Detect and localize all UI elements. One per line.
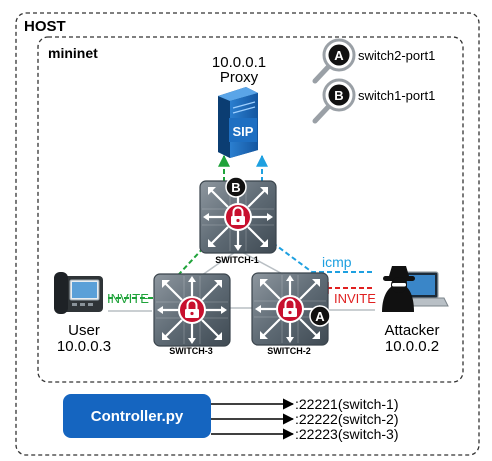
mininet-frame [37, 36, 464, 383]
switch-2: A SWITCH-2 [250, 271, 331, 356]
controller-label: Controller.py [91, 408, 184, 425]
switch-3: SWITCH-3 [152, 272, 232, 356]
host-title: HOST [24, 18, 66, 35]
proxy-server: 10.0.0.1 Proxy SIP [212, 54, 266, 158]
controller-port-2: :22222(switch-2) [295, 411, 399, 427]
legend-item-b: B switch1-port1 [315, 80, 435, 121]
legend-item-a: A switch2-port1 [315, 40, 435, 81]
switch-2-marker-badge [309, 305, 331, 327]
switch-2-marker: A [315, 309, 325, 324]
controller-port-1: :22221(switch-1) [295, 396, 399, 412]
controller: Controller.py :22221(switch-1) :22222(sw… [63, 394, 399, 442]
ip-phone-icon [54, 272, 103, 314]
switch-1: B SWITCH-1 [198, 176, 278, 265]
switch-3-label: SWITCH-3 [169, 346, 213, 356]
proxy-label: Proxy [220, 69, 259, 86]
proxy-badge: SIP [233, 124, 254, 139]
invite-attacker-label: INVITE [334, 291, 376, 306]
proxy-ip: 10.0.0.1 [212, 54, 266, 71]
legend-b-text: switch1-port1 [358, 88, 435, 103]
legend-a-marker: A [334, 48, 344, 63]
user-label: User [68, 322, 100, 339]
user-ip: 10.0.0.3 [57, 338, 111, 355]
switch-1-marker-badge [225, 176, 247, 198]
sip-server-icon: SIP [218, 87, 258, 158]
switch-2-label: SWITCH-2 [267, 346, 311, 356]
switch-1-label: SWITCH-1 [215, 255, 259, 265]
legend-b-marker: B [334, 88, 343, 103]
switch-3-icon [152, 272, 232, 348]
hacker-icon [382, 266, 415, 312]
legend-a-text: switch2-port1 [358, 48, 435, 63]
attacker-ip: 10.0.0.2 [385, 338, 439, 355]
mininet-title: mininet [48, 45, 98, 61]
controller-port-3: :22223(switch-3) [295, 426, 399, 442]
invite-user-label: INVITE [107, 291, 149, 306]
user-host: User 10.0.0.3 [54, 272, 111, 355]
attacker-host: Attacker 10.0.0.2 [382, 266, 449, 355]
icmp-label: icmp [322, 254, 352, 270]
controller-box [63, 394, 211, 438]
attacker-label: Attacker [384, 322, 439, 339]
switch-1-marker: B [231, 180, 240, 195]
